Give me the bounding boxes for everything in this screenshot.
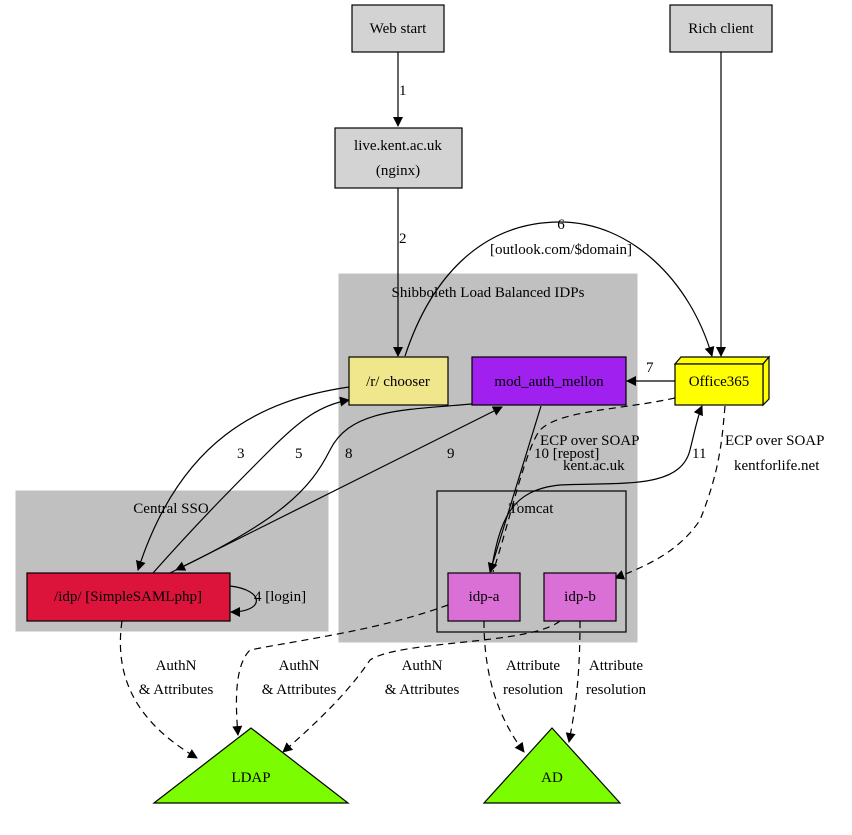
node-live-kent: live.kent.ac.uk (nginx) <box>334 127 463 189</box>
node-office365: Office365 <box>673 355 771 407</box>
edge-11-label: 11 <box>692 446 706 462</box>
edge-idpa-ldap-label-line1: AuthN <box>279 658 320 674</box>
edge-idpa-ad-label-line1: Attribute <box>506 658 560 674</box>
node-chooser: /r/ chooser <box>348 356 449 406</box>
node-office365-label: Office365 <box>689 374 750 390</box>
edge-5-label: 5 <box>295 446 303 462</box>
node-idp-a: idp-a <box>447 572 521 622</box>
edge-7-label: 7 <box>646 360 654 376</box>
edge-10 <box>487 405 542 573</box>
edge-9 <box>169 406 503 574</box>
node-rich-client: Rich client <box>669 4 773 53</box>
edge-5 <box>152 396 350 574</box>
edge-sso-ldap <box>119 620 198 759</box>
edge-idpa-ad <box>483 620 525 753</box>
edge-2-label: 2 <box>399 231 407 247</box>
node-simplesamlphp: /idp/ [SimpleSAMLphp] <box>26 572 231 622</box>
edge-6-label-line1: 6 <box>557 217 565 233</box>
edge-idpa-ldap-label-line2: & Attributes <box>262 682 337 698</box>
edge-ecp-kent-label-line2: kent.ac.uk <box>563 458 625 474</box>
edge-ecp-kentforlife-label-line1: ECP over SOAP <box>725 433 824 449</box>
node-live-kent-label-line1: live.kent.ac.uk <box>354 138 442 154</box>
edge-6 <box>404 221 715 357</box>
edge-sso-ldap-label-line1: AuthN <box>156 658 197 674</box>
edge-6-label-line2: [outlook.com/$domain] <box>490 242 632 258</box>
edge-ecp-kent <box>492 397 676 573</box>
cluster-shibboleth-label: Shibboleth Load Balanced IDPs <box>392 285 585 301</box>
node-mod-auth-mellon: mod_auth_mellon <box>471 356 627 406</box>
node-chooser-label: /r/ chooser <box>366 374 430 390</box>
node-ad-label: AD <box>541 770 563 786</box>
cluster-central-sso-label: Central SSO <box>133 501 209 517</box>
node-rich-client-label: Rich client <box>688 21 754 37</box>
node-idp-b-label: idp-b <box>564 589 596 605</box>
edge-idpb-ad-label-line1: Attribute <box>589 658 643 674</box>
edge-idpa-ad-label-line2: resolution <box>503 682 563 698</box>
edge-3-label: 3 <box>237 446 245 462</box>
node-mod-auth-mellon-label: mod_auth_mellon <box>494 374 604 390</box>
node-live-kent-label-line2: (nginx) <box>376 163 420 179</box>
edge-ecp-kent-label-line1: ECP over SOAP <box>540 433 639 449</box>
edge-4 <box>229 585 257 617</box>
node-ldap-label: LDAP <box>231 770 270 786</box>
edge-ecp-kentforlife-label-line2: kentforlife.net <box>734 458 820 474</box>
edge-8-label: 8 <box>345 446 353 462</box>
node-idp-b: idp-b <box>543 572 617 622</box>
edge-idpb-ad <box>565 620 581 743</box>
edge-sso-ldap-label-line2: & Attributes <box>139 682 214 698</box>
edge-9-label: 9 <box>447 446 455 462</box>
node-web-start-label: Web start <box>370 21 428 37</box>
edge-11 <box>490 405 703 573</box>
edge-3 <box>136 386 350 571</box>
edge-1-label: 1 <box>399 83 407 99</box>
cluster-tomcat-label: Tomcat <box>509 501 555 517</box>
edge-idpb-ldap-label-line1: AuthN <box>402 658 443 674</box>
node-ad: AD <box>482 727 622 804</box>
node-simplesamlphp-label: /idp/ [SimpleSAMLphp] <box>54 589 202 605</box>
edge-8 <box>175 403 473 571</box>
edge-idpa-ldap <box>232 604 449 736</box>
edge-ecp-kentforlife <box>614 405 726 580</box>
edge-idpb-ldap-label-line2: & Attributes <box>385 682 460 698</box>
node-ldap: LDAP <box>152 727 350 804</box>
node-idp-a-label: idp-a <box>469 589 500 605</box>
edge-idpb-ad-label-line2: resolution <box>586 682 646 698</box>
node-web-start: Web start <box>351 4 445 53</box>
edge-4-label: 4 [login] <box>254 589 306 605</box>
edge-10-label: 10 [repost] <box>534 446 599 462</box>
